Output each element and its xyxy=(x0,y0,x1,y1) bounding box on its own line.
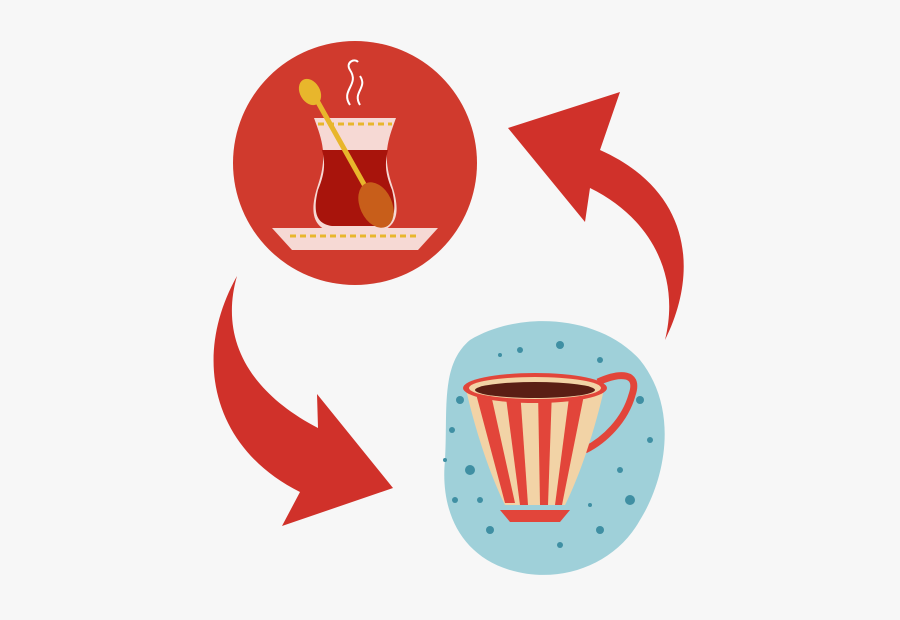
cycle-arrow-icon xyxy=(508,92,684,340)
coffee-cup-icon xyxy=(443,321,665,575)
turkish-tea-glass-icon xyxy=(233,41,477,285)
cycle-arrow-icon xyxy=(213,276,393,526)
